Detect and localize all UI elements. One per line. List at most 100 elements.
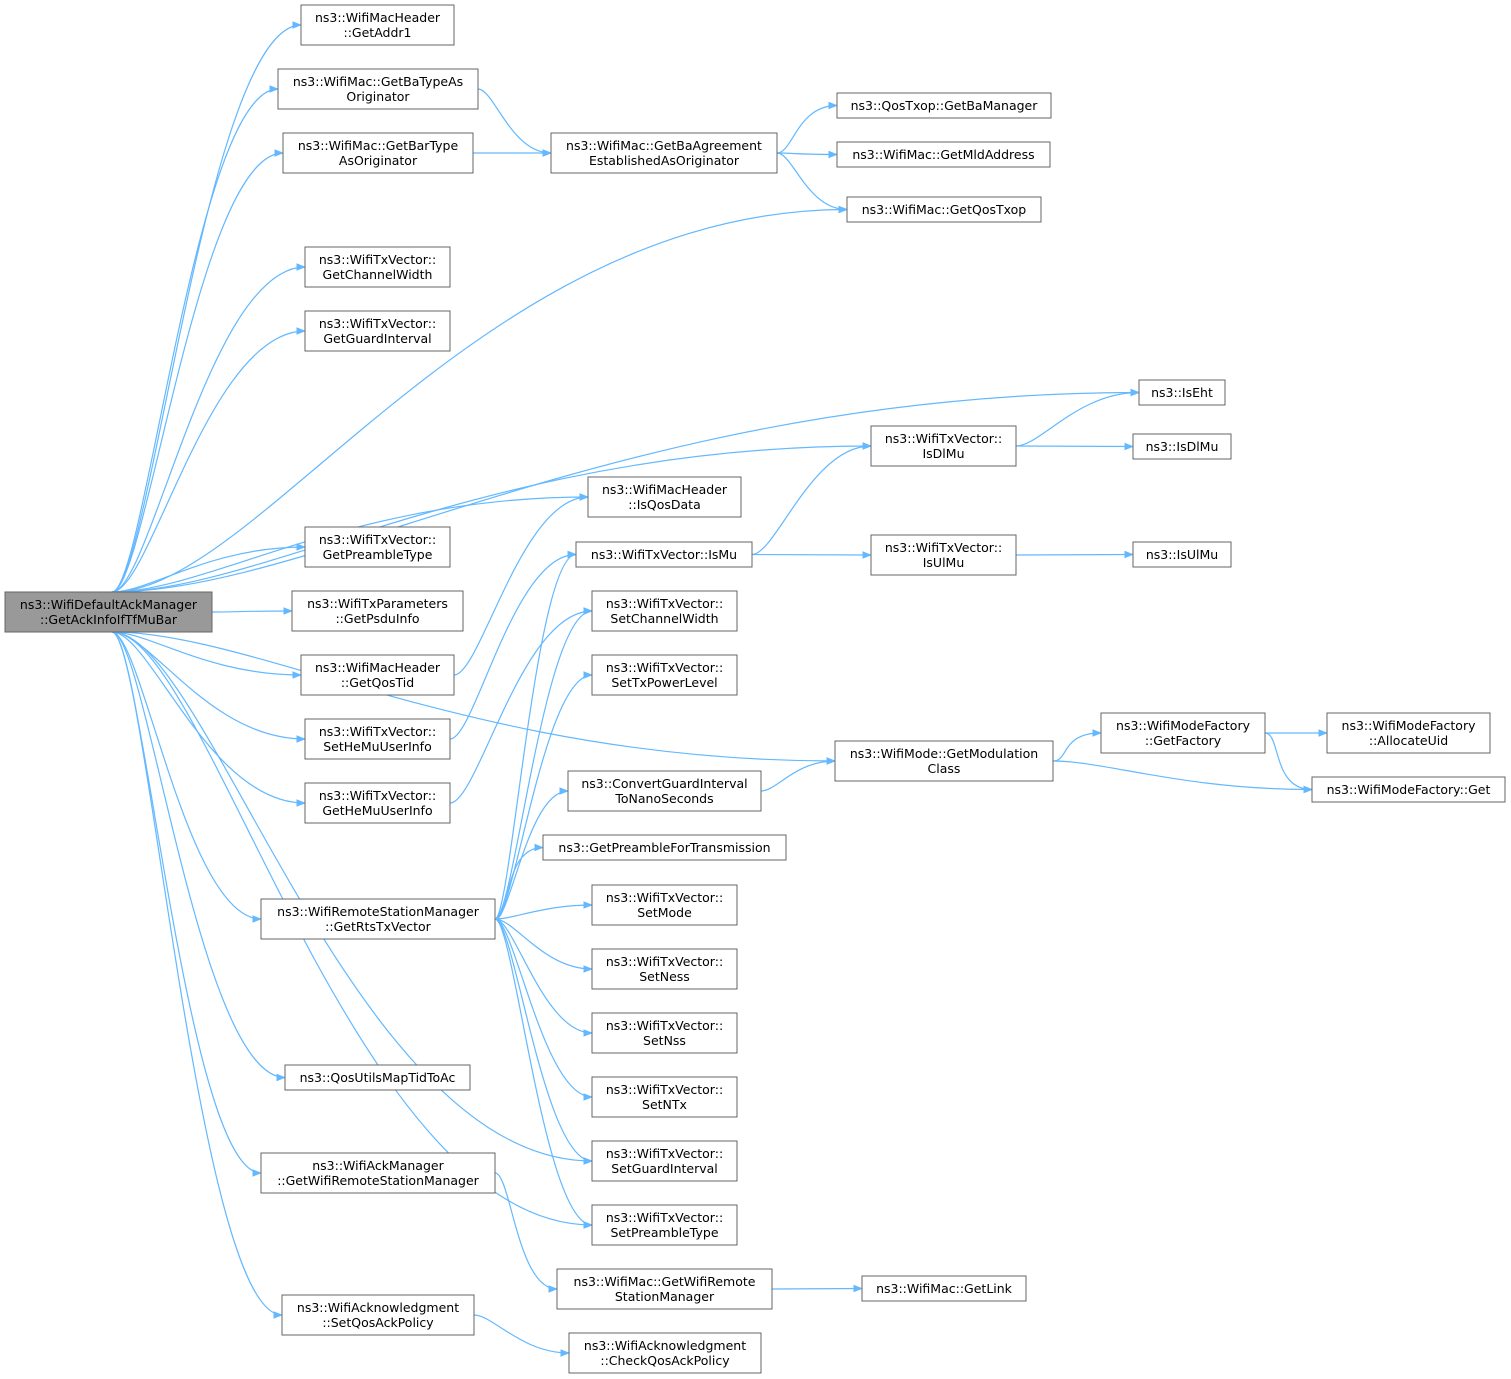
edge-getrtstxvector-to-ismu <box>494 550 577 920</box>
edge-root-to-getaddr1 <box>111 21 302 593</box>
node-label-isqosdata-1: ::IsQosData <box>628 497 700 512</box>
node-getguardinterval[interactable]: ns3::WifiTxVector::GetGuardInterval <box>304 310 451 352</box>
node-setness[interactable]: ns3::WifiTxVector::SetNess <box>591 948 738 990</box>
node-box-sethemuuserinfo <box>304 718 451 760</box>
node-box-setqosackpolicy <box>281 1294 475 1336</box>
node-box-setguardinterval <box>591 1140 738 1182</box>
node-getbaagreement[interactable]: ns3::WifiMac::GetBaAgreementEstablishedA… <box>550 132 778 174</box>
node-label-setguardinterval-0: ns3::WifiTxVector:: <box>606 1146 723 1161</box>
edge-root-to-isdlmu_vec <box>111 442 872 593</box>
node-label-isulmu_vec-1: IsUlMu <box>923 555 965 570</box>
edge-convertguardinterval-to-getmodulationclass <box>760 757 836 792</box>
edge-getrtstxvector-to-setness <box>494 918 593 973</box>
edge-isdlmu_vec-to-iseht <box>1015 388 1140 447</box>
node-sethemuuserinfo[interactable]: ns3::WifiTxVector::SetHeMuUserInfo <box>304 718 451 760</box>
node-ismu[interactable]: ns3::WifiTxVector::IsMu <box>575 541 753 568</box>
node-box-getrtstxvector <box>260 898 496 940</box>
node-setntx[interactable]: ns3::WifiTxVector::SetNTx <box>591 1076 738 1118</box>
node-label-getwifiremotestationmanager_mac-1: StationManager <box>615 1289 715 1304</box>
node-label-getrtstxvector-1: ::GetRtsTxVector <box>325 919 432 934</box>
edge-getrtstxvector-to-getpreamblefortx <box>494 843 544 920</box>
node-getpsduinfo[interactable]: ns3::WifiTxParameters::GetPsduInfo <box>291 590 464 632</box>
node-setguardinterval[interactable]: ns3::WifiTxVector::SetGuardInterval <box>591 1140 738 1182</box>
node-isdlmu[interactable]: ns3::IsDlMu <box>1132 433 1232 460</box>
node-factoryget[interactable]: ns3::WifiModeFactory::Get <box>1311 776 1506 803</box>
node-label-root-1: ::GetAckInfoIfTfMuBar <box>40 612 178 627</box>
node-label-checkqosackpolicy-0: ns3::WifiAcknowledgment <box>584 1338 746 1353</box>
node-getwifiremotestationmanager_mac[interactable]: ns3::WifiMac::GetWifiRemoteStationManage… <box>556 1268 773 1310</box>
node-box-getmldaddress <box>836 141 1051 168</box>
node-isdlmu_vec[interactable]: ns3::WifiTxVector::IsDlMu <box>870 425 1017 467</box>
edge-root-to-getrtstxvector <box>111 631 262 923</box>
node-getaddr1[interactable]: ns3::WifiMacHeader::GetAddr1 <box>300 4 455 46</box>
node-setpreambletype[interactable]: ns3::WifiTxVector::SetPreambleType <box>591 1204 738 1246</box>
node-label-gethemuuserinfo-0: ns3::WifiTxVector:: <box>319 788 436 803</box>
node-label-getwifiremotestationmanager-1: ::GetWifiRemoteStationManager <box>277 1173 479 1188</box>
edge-root-to-getqostid <box>111 631 302 679</box>
node-label-isulmu-0: ns3::IsUlMu <box>1146 547 1218 562</box>
node-settxpowerlevel[interactable]: ns3::WifiTxVector::SetTxPowerLevel <box>591 654 738 696</box>
node-label-isqosdata-0: ns3::WifiMacHeader <box>602 482 728 497</box>
node-isulmu_vec[interactable]: ns3::WifiTxVector::IsUlMu <box>870 534 1017 576</box>
node-checkqosackpolicy[interactable]: ns3::WifiAcknowledgment::CheckQosAckPoli… <box>568 1332 762 1374</box>
node-setmode[interactable]: ns3::WifiTxVector::SetMode <box>591 884 738 926</box>
edge-getrtstxvector-to-setpreambletype <box>494 918 593 1229</box>
node-isulmu[interactable]: ns3::IsUlMu <box>1132 541 1232 568</box>
node-getrtstxvector[interactable]: ns3::WifiRemoteStationManager::GetRtsTxV… <box>260 898 496 940</box>
node-box-setmode <box>591 884 738 926</box>
edge-getmodulationclass-to-factoryget <box>1052 760 1313 794</box>
node-label-getpreambletype-0: ns3::WifiTxVector:: <box>319 532 436 547</box>
node-setnss[interactable]: ns3::WifiTxVector::SetNss <box>591 1012 738 1054</box>
node-label-getbatypeasorig-0: ns3::WifiMac::GetBaTypeAs <box>293 74 463 89</box>
node-box-setntx <box>591 1076 738 1118</box>
node-box-iseht <box>1138 379 1226 406</box>
node-getlink[interactable]: ns3::WifiMac::GetLink <box>861 1275 1027 1302</box>
node-getfactory[interactable]: ns3::WifiModeFactory::GetFactory <box>1100 712 1266 754</box>
node-label-getwifiremotestationmanager_mac-0: ns3::WifiMac::GetWifiRemote <box>574 1274 756 1289</box>
node-label-setmode-0: ns3::WifiTxVector:: <box>606 890 723 905</box>
node-allocateuid[interactable]: ns3::WifiModeFactory::AllocateUid <box>1326 712 1491 754</box>
node-label-settxpowerlevel-1: SetTxPowerLevel <box>611 675 717 690</box>
edge-getbaagreement-to-getqostxop <box>776 152 848 214</box>
node-gethemuuserinfo[interactable]: ns3::WifiTxVector::GetHeMuUserInfo <box>304 782 451 824</box>
node-qosutilsmaptidtoac[interactable]: ns3::QosUtilsMapTidToAc <box>284 1064 471 1091</box>
node-box-getwifiremotestationmanager <box>260 1152 496 1194</box>
node-label-getchannelwidth-1: GetChannelWidth <box>323 267 433 282</box>
node-label-getpsduinfo-0: ns3::WifiTxParameters <box>307 596 448 611</box>
node-getqostxop[interactable]: ns3::WifiMac::GetQosTxop <box>846 196 1042 223</box>
edge-getbaagreement-to-getbamanager <box>776 101 838 154</box>
node-setqosackpolicy[interactable]: ns3::WifiAcknowledgment::SetQosAckPolicy <box>281 1294 475 1336</box>
node-setchannelwidth[interactable]: ns3::WifiTxVector::SetChannelWidth <box>591 590 738 632</box>
node-getchannelwidth[interactable]: ns3::WifiTxVector::GetChannelWidth <box>304 246 451 288</box>
node-getwifiremotestationmanager[interactable]: ns3::WifiAckManager::GetWifiRemoteStatio… <box>260 1152 496 1194</box>
node-getpreambletype[interactable]: ns3::WifiTxVector::GetPreambleType <box>304 526 451 568</box>
edge-root-to-getmodulationclass <box>111 631 836 765</box>
node-label-getqostid-0: ns3::WifiMacHeader <box>315 660 441 675</box>
edge-root-to-gethemuuserinfo <box>111 631 306 807</box>
node-getqostid[interactable]: ns3::WifiMacHeader::GetQosTid <box>300 654 455 696</box>
node-box-allocateuid <box>1326 712 1491 754</box>
node-label-setntx-0: ns3::WifiTxVector:: <box>606 1082 723 1097</box>
node-box-getpreamblefortx <box>542 834 787 861</box>
node-getbamanager[interactable]: ns3::QosTxop::GetBaManager <box>836 92 1052 119</box>
node-getmldaddress[interactable]: ns3::WifiMac::GetMldAddress <box>836 141 1051 168</box>
node-label-setchannelwidth-1: SetChannelWidth <box>610 611 718 626</box>
node-root[interactable]: ns3::WifiDefaultAckManager::GetAckInfoIf… <box>4 591 213 633</box>
edge-getmodulationclass-to-getfactory <box>1052 729 1102 762</box>
node-isqosdata[interactable]: ns3::WifiMacHeader::IsQosData <box>587 476 742 518</box>
node-box-getaddr1 <box>300 4 455 46</box>
edge-ismu-to-isdlmu_vec <box>751 442 872 556</box>
edge-setqosackpolicy-to-checkqosackpolicy <box>473 1314 570 1357</box>
node-iseht[interactable]: ns3::IsEht <box>1138 379 1226 406</box>
node-box-isdlmu <box>1132 433 1232 460</box>
node-getpreamblefortx[interactable]: ns3::GetPreambleForTransmission <box>542 834 787 861</box>
node-box-setnss <box>591 1012 738 1054</box>
node-label-setnss-0: ns3::WifiTxVector:: <box>606 1018 723 1033</box>
node-label-factoryget-0: ns3::WifiModeFactory::Get <box>1327 782 1491 797</box>
node-box-factoryget <box>1311 776 1506 803</box>
